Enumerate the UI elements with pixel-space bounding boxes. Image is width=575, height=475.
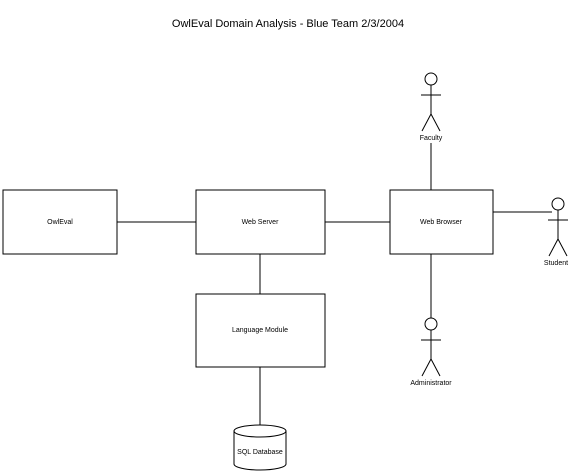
administrator-head: [424, 317, 438, 331]
student-left-leg: [548, 238, 559, 257]
web-server-box: [195, 189, 326, 255]
faculty-actor[interactable]: [421, 72, 441, 132]
faculty-right-leg: [430, 113, 441, 132]
sql-database-component[interactable]: SQL Database: [233, 424, 287, 471]
database-cylinder-top: [233, 424, 287, 438]
web-browser-box: [389, 189, 494, 255]
faculty-head: [424, 72, 438, 86]
administrator-left-leg: [421, 358, 432, 377]
language-module-label: Language Module: [232, 327, 288, 334]
database-cylinder-body: [233, 431, 287, 471]
administrator-right-leg: [430, 358, 441, 377]
sql-database-label: SQL Database: [237, 449, 283, 456]
administrator-actor[interactable]: [421, 317, 441, 377]
faculty-left-leg: [421, 113, 432, 132]
owleval-box: [2, 189, 118, 255]
web-server-component[interactable]: Web Server: [195, 189, 326, 255]
student-label: Student: [544, 260, 568, 267]
web-browser-label: Web Browser: [420, 219, 463, 226]
web-server-label: Web Server: [242, 219, 279, 226]
owleval-label: OwlEval: [47, 219, 73, 226]
faculty-label: Faculty: [420, 135, 443, 142]
administrator-label: Administrator: [410, 380, 452, 387]
student-actor[interactable]: [548, 197, 568, 257]
owleval-component[interactable]: OwlEval: [2, 189, 118, 255]
student-right-leg: [557, 238, 568, 257]
language-module-component[interactable]: Language Module: [195, 293, 326, 368]
language-module-box: [195, 293, 326, 368]
student-head: [551, 197, 565, 211]
web-browser-component[interactable]: Web Browser: [389, 189, 494, 255]
diagram-title: OwlEval Domain Analysis - Blue Team 2/3/…: [172, 18, 404, 30]
